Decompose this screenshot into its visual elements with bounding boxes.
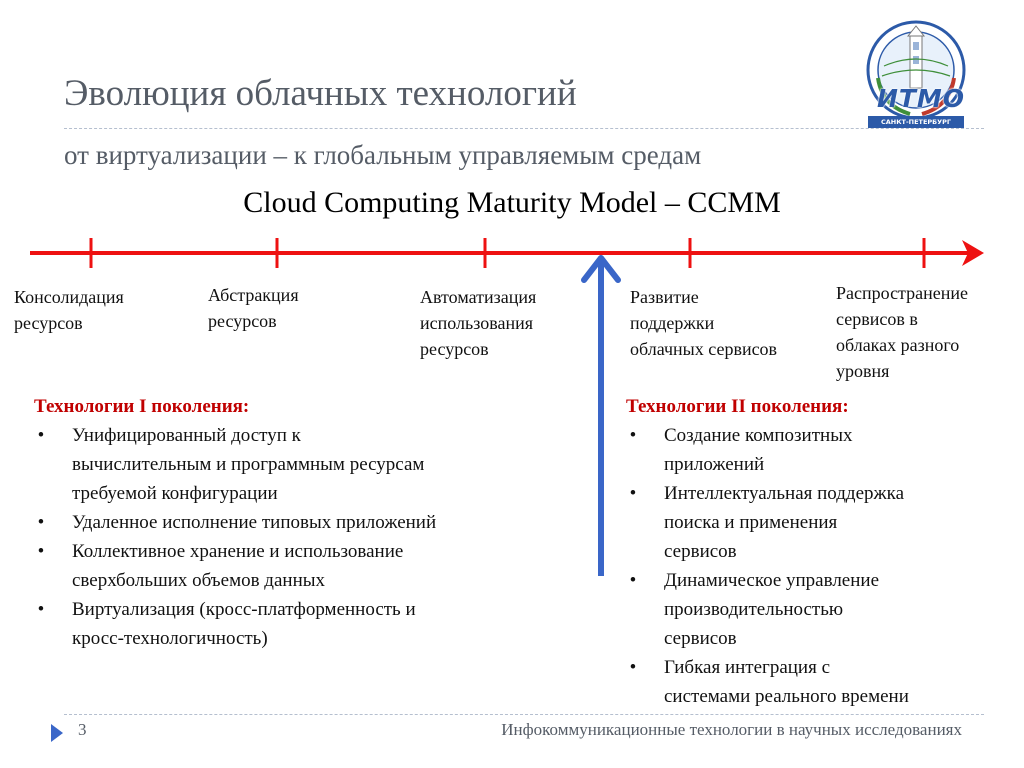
itmo-logo: ИТМО САНКТ-ПЕТЕРБУРГ	[860, 18, 978, 135]
stage-label-distribution: Распространение сервисов в облаках разно…	[836, 283, 969, 381]
title-divider	[64, 128, 984, 129]
slide-subtitle: от виртуализации – к глобальным управляе…	[64, 140, 702, 170]
list-item: • Создание композитных приложений	[629, 425, 853, 475]
generation-1-block: Технологии I поколения: • Унифицированны…	[34, 392, 594, 653]
itmo-seal-icon	[866, 20, 966, 128]
play-arrow-icon	[51, 724, 63, 742]
list-item: • Динамическое управление производительн…	[629, 570, 880, 649]
list-item: • Удаленное исполнение типовых приложени…	[37, 512, 437, 533]
generation-2-title: Технологии II поколения:	[626, 396, 849, 417]
list-item: • Гибкая интеграция с системами реальног…	[629, 657, 909, 707]
itmo-logo-city: САНКТ-ПЕТЕРБУРГ	[880, 118, 952, 126]
footer-divider	[64, 714, 984, 715]
list-item: • Коллективное хранение и использование …	[37, 541, 404, 591]
page-number: 3	[78, 720, 87, 739]
stage-label-cloud-services: Развитие поддержки облачных сервисов	[630, 287, 778, 359]
timeline-arrowhead	[962, 240, 984, 266]
slide-title: Эволюция облачных технологий	[64, 73, 577, 114]
generation-2-list: • Создание композитных приложений • Инте…	[626, 421, 1016, 711]
model-title: Cloud Computing Maturity Model – CCMM	[243, 186, 781, 219]
stage-label-abstraction: Абстракция ресурсов	[208, 285, 299, 331]
list-item: • Унифицированный доступ к вычислительны…	[37, 425, 425, 504]
generation-1-title: Технологии I поколения:	[34, 396, 250, 417]
current-position-arrowhead	[581, 255, 621, 283]
list-item: • Интеллектуальная поддержка поиска и пр…	[629, 483, 905, 562]
stage-label-consolidation: Консолидация ресурсов	[14, 287, 124, 333]
generation-1-list: • Унифицированный доступ к вычислительны…	[34, 421, 594, 653]
generation-2-block: Технологии II поколения: • Создание комп…	[626, 392, 1016, 711]
stage-label-automation: Автоматизация использования ресурсов	[420, 287, 537, 359]
itmo-logo-wordmark: ИТМО	[876, 84, 966, 113]
list-item: • Виртуализация (кросс-платформенность и…	[37, 599, 416, 649]
footer-caption: Инфокоммуникационные технологии в научны…	[501, 720, 962, 739]
